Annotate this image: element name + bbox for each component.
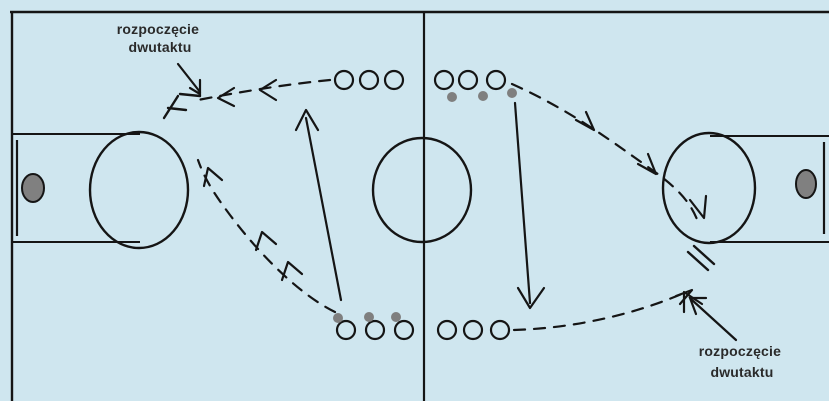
court-boundary bbox=[10, 10, 829, 401]
annotation-left: rozpoczęcie dwutaktu bbox=[117, 21, 203, 55]
pass-line-up bbox=[304, 116, 343, 302]
player-circle bbox=[358, 69, 380, 91]
pass-line-down bbox=[513, 101, 532, 305]
center-circle bbox=[371, 136, 473, 244]
right-hoop-icon bbox=[795, 169, 817, 199]
player-group-bottom-right bbox=[436, 319, 511, 341]
cone-marker bbox=[447, 92, 457, 102]
player-circle bbox=[457, 69, 479, 91]
cone-marker bbox=[507, 88, 517, 98]
arrow-pass-icon bbox=[280, 260, 304, 282]
arrow-pass-icon bbox=[574, 110, 596, 132]
player-circle bbox=[433, 69, 455, 91]
svg-text:rozpoczęcie dwutaktu: rozpoczęcie dwutaktu bbox=[117, 21, 203, 55]
path-bottom-left bbox=[196, 158, 337, 314]
cone-marker bbox=[478, 91, 488, 101]
player-circle bbox=[383, 69, 405, 91]
pass-lines bbox=[304, 101, 532, 305]
player-circle bbox=[462, 319, 484, 341]
path-bottom-right bbox=[512, 291, 686, 332]
player-group-bottom-left bbox=[333, 312, 415, 341]
cone-marker bbox=[364, 312, 374, 322]
player-circle bbox=[489, 319, 511, 341]
cone-marker bbox=[391, 312, 401, 322]
player-circle bbox=[333, 69, 355, 91]
player-circle bbox=[335, 319, 357, 341]
right-backboard bbox=[795, 142, 826, 234]
player-circle bbox=[436, 319, 458, 341]
annotation-right-line1: rozpoczęcie bbox=[699, 343, 781, 359]
left-free-throw-circle bbox=[88, 130, 190, 250]
svg-text:rozpoczęcie dwutaktu: rozpoczęcie dwutaktu bbox=[699, 343, 785, 380]
left-backboard bbox=[15, 140, 45, 236]
arrow-pass-icon bbox=[636, 152, 658, 176]
cone-marker bbox=[333, 313, 343, 323]
arrowheads bbox=[202, 78, 708, 314]
arrow-pass-icon bbox=[202, 166, 224, 188]
player-group-top-left bbox=[333, 69, 405, 91]
path-top-right bbox=[510, 82, 700, 224]
annotation-right-line2: dwutaktu bbox=[710, 364, 773, 380]
right-key bbox=[710, 135, 829, 243]
path-top-left bbox=[196, 78, 332, 102]
annotation-left-line2: dwutaktu bbox=[128, 39, 191, 55]
arrow-pass-icon bbox=[254, 230, 278, 252]
layup-start-marks bbox=[162, 92, 716, 272]
player-circle bbox=[364, 319, 386, 341]
right-free-throw-circle bbox=[661, 131, 757, 245]
arrow-pass-icon bbox=[258, 78, 278, 102]
player-circle bbox=[393, 319, 415, 341]
player-circle bbox=[485, 69, 507, 91]
arrow-pass-icon bbox=[688, 194, 708, 220]
player-group-top-right bbox=[433, 69, 517, 102]
movement-paths bbox=[196, 78, 700, 332]
arrow-pass-icon bbox=[294, 108, 320, 132]
arrow-pass-icon bbox=[516, 286, 546, 310]
left-hoop-icon bbox=[21, 173, 45, 203]
arrow-pass-icon bbox=[682, 290, 704, 314]
annotation-arrows bbox=[176, 62, 738, 342]
annotation-right: rozpoczęcie dwutaktu bbox=[699, 343, 785, 380]
arrow-pass-icon bbox=[216, 86, 236, 108]
annotation-left-line1: rozpoczęcie bbox=[117, 21, 199, 37]
